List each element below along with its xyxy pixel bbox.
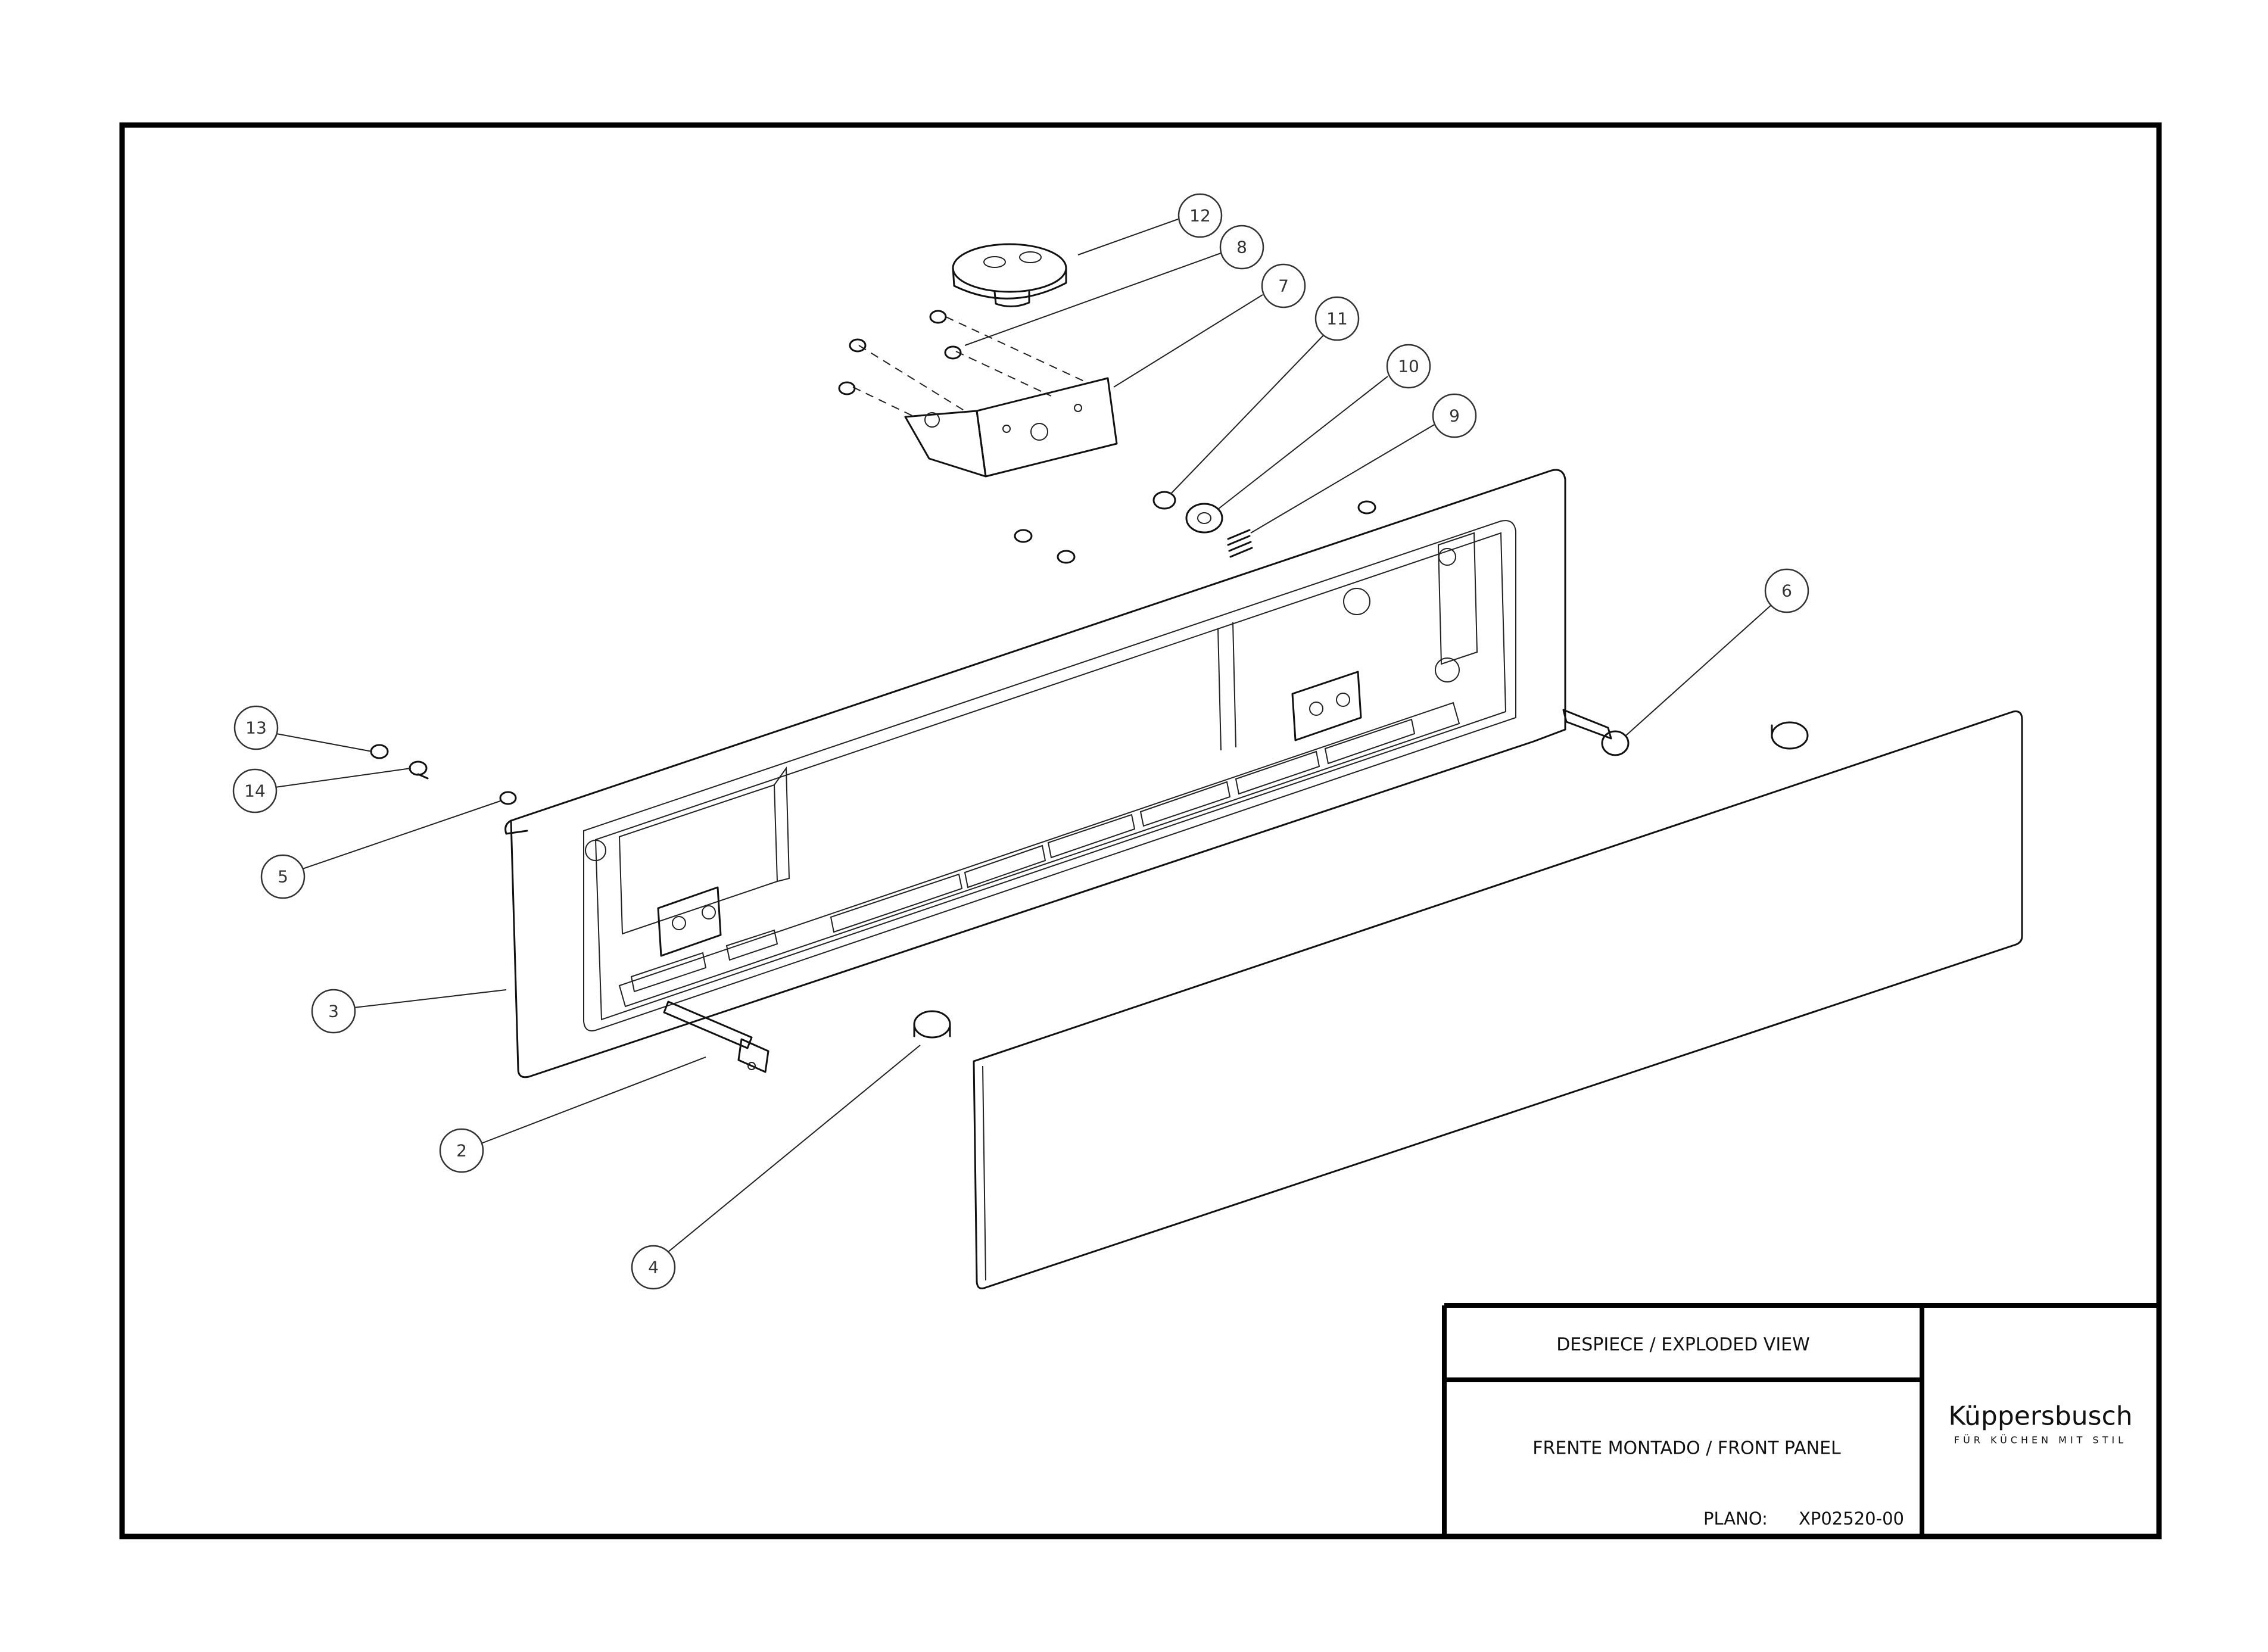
callout-13: 13 xyxy=(245,718,267,738)
bracket-part-7 xyxy=(904,377,1118,478)
callout-8: 8 xyxy=(1236,238,1247,257)
screw-part-14 xyxy=(409,760,429,780)
callout-7: 7 xyxy=(1278,276,1289,296)
drawing-frame xyxy=(119,122,2162,1539)
callout-4: 4 xyxy=(648,1258,659,1277)
bushing-part-4 xyxy=(913,1010,951,1039)
callout-3: 3 xyxy=(328,1002,339,1021)
bushing-right xyxy=(1771,721,1809,750)
assembly-name: FRENTE MONTADO / FRONT PANEL xyxy=(1532,1438,1841,1459)
callout-14: 14 xyxy=(244,781,266,801)
ring-part-11 xyxy=(1152,491,1176,510)
pin-part-6 xyxy=(1562,709,1630,756)
brand-logo-tagline: FÜR KÜCHEN MIT STIL xyxy=(1954,1435,2127,1446)
nut-part-13 xyxy=(370,744,389,759)
callouts: 12 8 7 11 10 9 6 13 14 5 xyxy=(232,193,1809,1290)
title-block: DESPIECE / EXPLODED VIEW FRENTE MONTADO … xyxy=(1442,1303,2159,1536)
frame-housing-part-3 xyxy=(504,469,1566,1079)
washer-part-10 xyxy=(1185,503,1223,534)
callout-9: 9 xyxy=(1449,406,1460,426)
brand-logo-name: Küppersbusch xyxy=(1948,1401,2132,1432)
callout-11: 11 xyxy=(1326,309,1348,329)
callout-2: 2 xyxy=(456,1141,467,1161)
drawing-number: XP02520-00 xyxy=(1799,1508,1904,1529)
assembly-lines xyxy=(852,316,1085,419)
spring-part-9 xyxy=(1227,529,1253,558)
rod-part-2 xyxy=(663,1000,770,1073)
glass-front-panel xyxy=(973,710,2023,1289)
callout-10: 10 xyxy=(1398,357,1419,376)
view-title: DESPIECE / EXPLODED VIEW xyxy=(1556,1335,1810,1355)
callout-6: 6 xyxy=(1781,581,1792,601)
callout-5: 5 xyxy=(278,867,288,887)
fasteners xyxy=(499,310,1376,805)
cam-part-12 xyxy=(952,243,1067,307)
callout-12: 12 xyxy=(1189,206,1211,226)
drawing-label: PLANO: xyxy=(1703,1508,1768,1529)
